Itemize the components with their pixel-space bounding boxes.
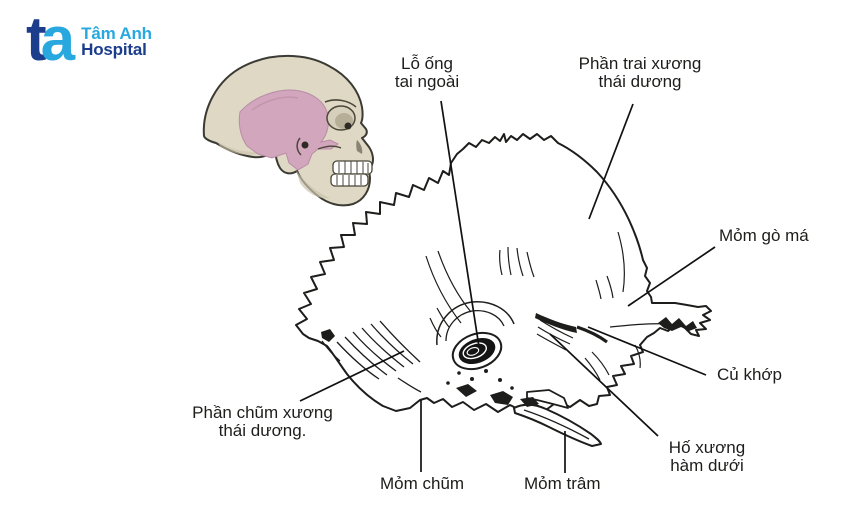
canal-radiating-marks xyxy=(429,307,450,338)
logo-name-primary: Tâm Anh xyxy=(81,24,152,43)
label-phan-chum-xuong: Phần chũm xương thái dương. xyxy=(192,403,333,440)
tubercle-arc xyxy=(576,325,608,344)
logo-wordmark: Tâm Anh Hospital xyxy=(81,24,152,59)
label-cu-khop: Củ khớp xyxy=(717,365,783,384)
teeth xyxy=(330,160,373,187)
brow-line xyxy=(324,99,357,108)
leader-line-ho-xuong-ham-duoi xyxy=(549,333,659,437)
label-mom-tram: Mỏm trâm xyxy=(524,474,601,493)
skull-base-shadow xyxy=(218,142,268,155)
temporal-highlight-shade xyxy=(251,96,299,111)
tubercle-hatching xyxy=(536,319,574,351)
leader-line-lo-ong-tai-ngoai xyxy=(440,100,480,348)
logo-name-secondary: Hospital xyxy=(81,40,147,59)
label-mom-chum: Mỏm chũm xyxy=(380,474,465,493)
leader-line-phan-trai xyxy=(588,103,634,220)
leader-line-mom-go-ma xyxy=(627,246,716,307)
mastoid-dark-curl xyxy=(321,329,335,342)
skull-shadow xyxy=(296,170,330,199)
leader-lines xyxy=(299,100,716,473)
zygomatic-arch-line xyxy=(317,145,342,150)
tympanic-dark-marks xyxy=(446,369,539,407)
zygoma-dark-streak xyxy=(658,317,697,331)
mastoid-hatching xyxy=(321,320,422,393)
skull-ear-rim xyxy=(296,137,302,156)
squama-striations-center xyxy=(499,246,535,278)
skull-locator-illustration xyxy=(202,54,374,207)
bone-outline xyxy=(295,133,712,413)
styloid-process xyxy=(513,403,602,447)
label-lo-ong-tai-ngoai: Lỗ ống tai ngoài xyxy=(394,54,460,91)
label-mom-go-ma: Mỏm gò má xyxy=(719,226,809,245)
canal-swirl-inner xyxy=(445,309,505,342)
label-phan-trai-xuong: Phần trai xương thái dương xyxy=(578,54,702,91)
styloid-inner-line xyxy=(523,409,590,440)
squama-striations-left xyxy=(425,250,472,324)
eye-socket-dot xyxy=(344,122,352,130)
tubercle-dark-band xyxy=(535,313,577,333)
label-ho-xuong-ham-duoi: Hố xương hàm dưới xyxy=(668,438,746,475)
squama-striations-right xyxy=(595,231,625,300)
skull-ear-canal xyxy=(301,141,309,149)
temporal-highlight-region xyxy=(238,89,339,171)
nasal-aperture xyxy=(356,140,363,154)
hospital-logo: ta Tâm Anh Hospital xyxy=(26,9,152,71)
leader-line-phan-chum xyxy=(299,350,405,402)
ear-canal xyxy=(451,331,503,371)
leader-line-cu-khop xyxy=(587,326,707,376)
